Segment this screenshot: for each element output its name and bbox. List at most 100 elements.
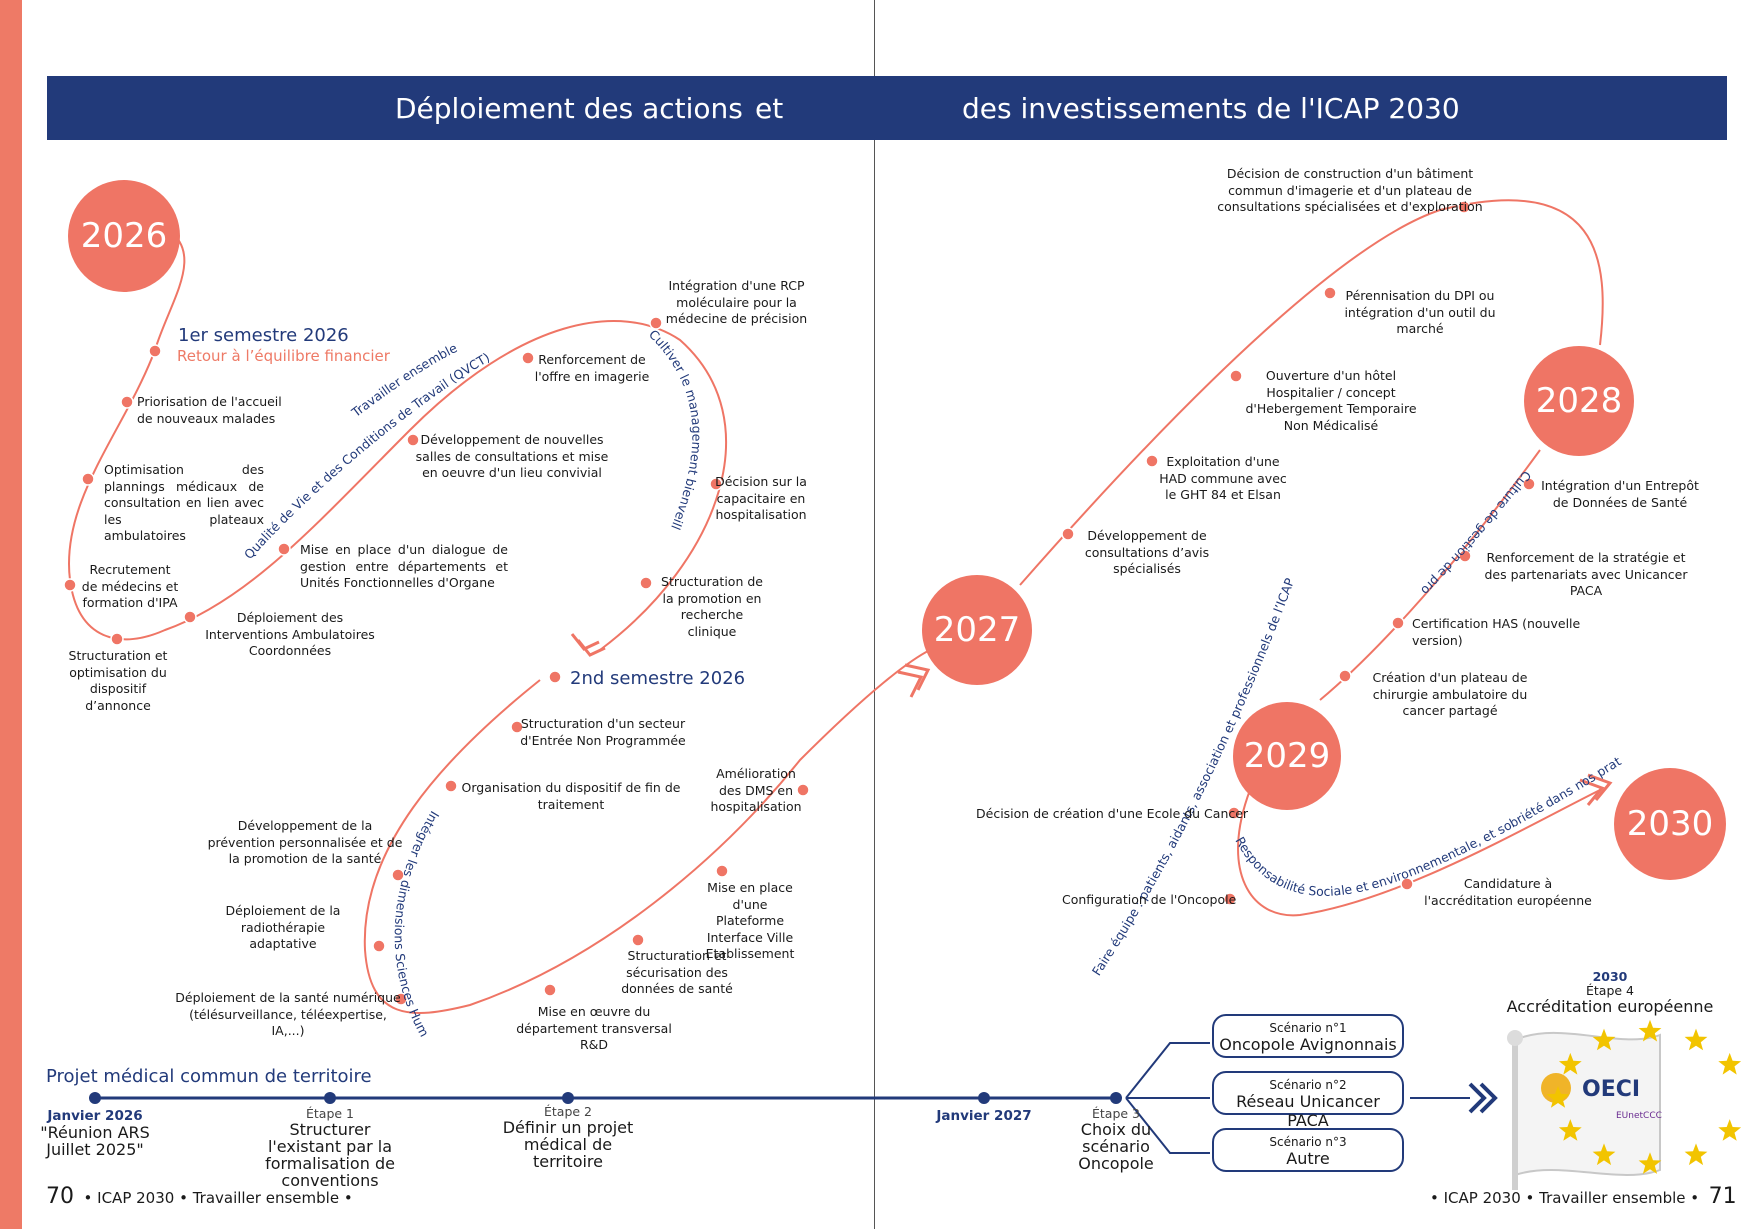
action-label: Structuration et sécurisation des donnée… <box>621 948 733 996</box>
chevron-icon <box>570 633 600 651</box>
action-label: Amélioration des DMS en hospitalisation <box>710 766 802 814</box>
year-circle-2029: 2029 <box>1233 702 1341 810</box>
star-icon <box>1638 1019 1662 1042</box>
milestone-dot <box>1522 477 1536 491</box>
timeline-step-3: Étape 3 Choix du scénario Oncopole <box>1078 1106 1154 1173</box>
action-label: Renforcement de l'offre en imagerie <box>534 352 650 384</box>
footer-left: 70 • ICAP 2030 • Travailler ensemble • <box>46 1184 353 1209</box>
eu-flag: OECI EUnetCCC <box>1507 1030 1662 1190</box>
action-label: Priorisation de l'accueil de nouveaux ma… <box>137 394 282 426</box>
milestone-dot <box>1061 527 1075 541</box>
chevron-icon <box>1587 773 1613 801</box>
chevron-right-icon <box>1468 1082 1487 1114</box>
chevron-icon <box>904 663 931 691</box>
milestone-dot <box>1227 806 1241 820</box>
chevron-right-icon <box>1479 1082 1498 1114</box>
star-icon <box>1592 1028 1616 1051</box>
footer-right-text: • ICAP 2030 • Travailler ensemble • <box>1430 1189 1700 1207</box>
action-label: Configuration de l'Oncopole <box>1062 892 1237 907</box>
star-ring <box>1546 1019 1742 1174</box>
action-label: Structuration d'un secteur d'Entrée Non … <box>520 716 686 748</box>
year-circle-2030: 2030 <box>1614 768 1726 880</box>
title-banner <box>47 76 1727 140</box>
action-label: Recrutement de médecins et formation d'I… <box>81 562 179 610</box>
milestone-dot <box>394 992 408 1006</box>
milestone-dot <box>183 610 197 624</box>
semester-1-title: 1er semestre 2026 <box>178 325 349 346</box>
svg-text:OECI: OECI <box>1582 1077 1640 1102</box>
milestone-dot <box>1229 369 1243 383</box>
action-label: Exploitation d'une HAD commune avec le G… <box>1159 454 1287 502</box>
semester-2-title: 2nd semestre 2026 <box>570 668 746 689</box>
milestone-dot <box>1400 877 1414 891</box>
path-2027-2028 <box>1019 199 1604 586</box>
svg-text:EUnetCCC: EUnetCCC <box>1616 1111 1662 1121</box>
footer-left-text: • ICAP 2030 • Travailler ensemble • <box>83 1189 353 1207</box>
footer-right: • ICAP 2030 • Travailler ensemble • 71 <box>1430 1184 1737 1209</box>
star-icon <box>1638 1152 1662 1174</box>
milestone-dot <box>444 779 458 793</box>
action-label: Renforcement de la stratégie et des part… <box>1484 550 1688 598</box>
action-label: Déploiement de la santé numérique (télés… <box>175 990 401 1038</box>
path-2029-2030 <box>1237 789 1601 917</box>
action-label: Déploiement des Interventions Ambulatoir… <box>205 610 375 658</box>
chevron-icon <box>897 670 924 698</box>
milestone-dot <box>1338 669 1352 683</box>
title-mid: et <box>755 92 784 125</box>
milestone-dot <box>63 578 77 592</box>
action-label: Candidature à l'accréditation européenne <box>1424 876 1592 908</box>
milestone-dot <box>81 472 95 486</box>
year-circle-2027: 2027 <box>922 575 1032 685</box>
milestone-dot <box>521 351 535 365</box>
action-label: Optimisation des plannings médicaux de c… <box>104 462 264 543</box>
action-label: Développement de la prévention personnal… <box>207 818 403 866</box>
milestone-dot <box>796 783 810 797</box>
action-label: Ouverture d'un hôtel Hospitalier / conce… <box>1245 368 1417 433</box>
action-label: Organisation du dispositif de fin de tra… <box>461 780 681 812</box>
milestone-dot <box>1323 286 1337 300</box>
action-label: Intégration d'un Entrepôt de Données de … <box>1541 478 1699 510</box>
milestone-dot <box>277 542 291 556</box>
milestone-dot <box>1458 549 1472 563</box>
timeline-step-jan2027: Janvier 2027 <box>936 1108 1032 1124</box>
path-s2-2027 <box>363 649 931 1014</box>
milestone-dot <box>631 933 645 947</box>
milestone-dot <box>120 395 134 409</box>
action-label: Décision sur la capacitaire en hospitali… <box>715 474 807 522</box>
left-margin-bar <box>0 0 22 1229</box>
milestone-dot <box>110 632 124 646</box>
milestone-dot <box>510 720 524 734</box>
page-number-left: 70 <box>46 1184 74 1209</box>
milestone-dot <box>372 939 386 953</box>
path-2026-s1 <box>67 224 727 651</box>
milestone-dot <box>406 433 420 447</box>
milestone-dot <box>148 344 162 358</box>
star-icon <box>1684 1143 1708 1166</box>
action-label: Décision de création d'une Ecole du Canc… <box>976 806 1249 821</box>
timeline-step-1: Étape 1 Structurer l'existant par la for… <box>265 1106 395 1190</box>
action-label: Intégration d'une RCP moléculaire pour l… <box>665 278 808 326</box>
star-icon <box>1684 1028 1708 1051</box>
action-label: Mise en place d'une Plateforme Interface… <box>705 880 795 961</box>
star-icon <box>1546 1086 1570 1108</box>
action-label: Structuration et optimisation du disposi… <box>68 648 168 713</box>
year-circle-2026: 2026 <box>68 180 180 292</box>
action-label: Développement de consultations d’avis sp… <box>1084 528 1210 576</box>
action-label: Mise en œuvre du département transversal… <box>516 1004 672 1052</box>
milestone-dot <box>548 670 562 684</box>
milestone-dot <box>1457 200 1471 214</box>
timeline-title: Projet médical commun de territoire <box>46 1066 372 1087</box>
title-right: des investissements de l'ICAP 2030 <box>962 92 1460 125</box>
action-label: Déploiement de la radiothérapie adaptati… <box>225 903 341 951</box>
timeline-step-2: Étape 2 Définir un projet médical de ter… <box>502 1104 634 1171</box>
milestone-dot <box>543 983 557 997</box>
milestone-dot <box>1223 892 1237 906</box>
action-label: Structuration de la promotion en recherc… <box>661 574 763 639</box>
milestone-dots <box>63 200 1536 1006</box>
timeline-step-jan2026: Janvier 2026 "Réunion ARS Juillet 2025" <box>40 1108 150 1159</box>
action-label: Décision de construction d'un bâtiment c… <box>1217 166 1483 214</box>
chevron-icon <box>1579 778 1605 806</box>
page-number-right: 71 <box>1708 1184 1737 1209</box>
